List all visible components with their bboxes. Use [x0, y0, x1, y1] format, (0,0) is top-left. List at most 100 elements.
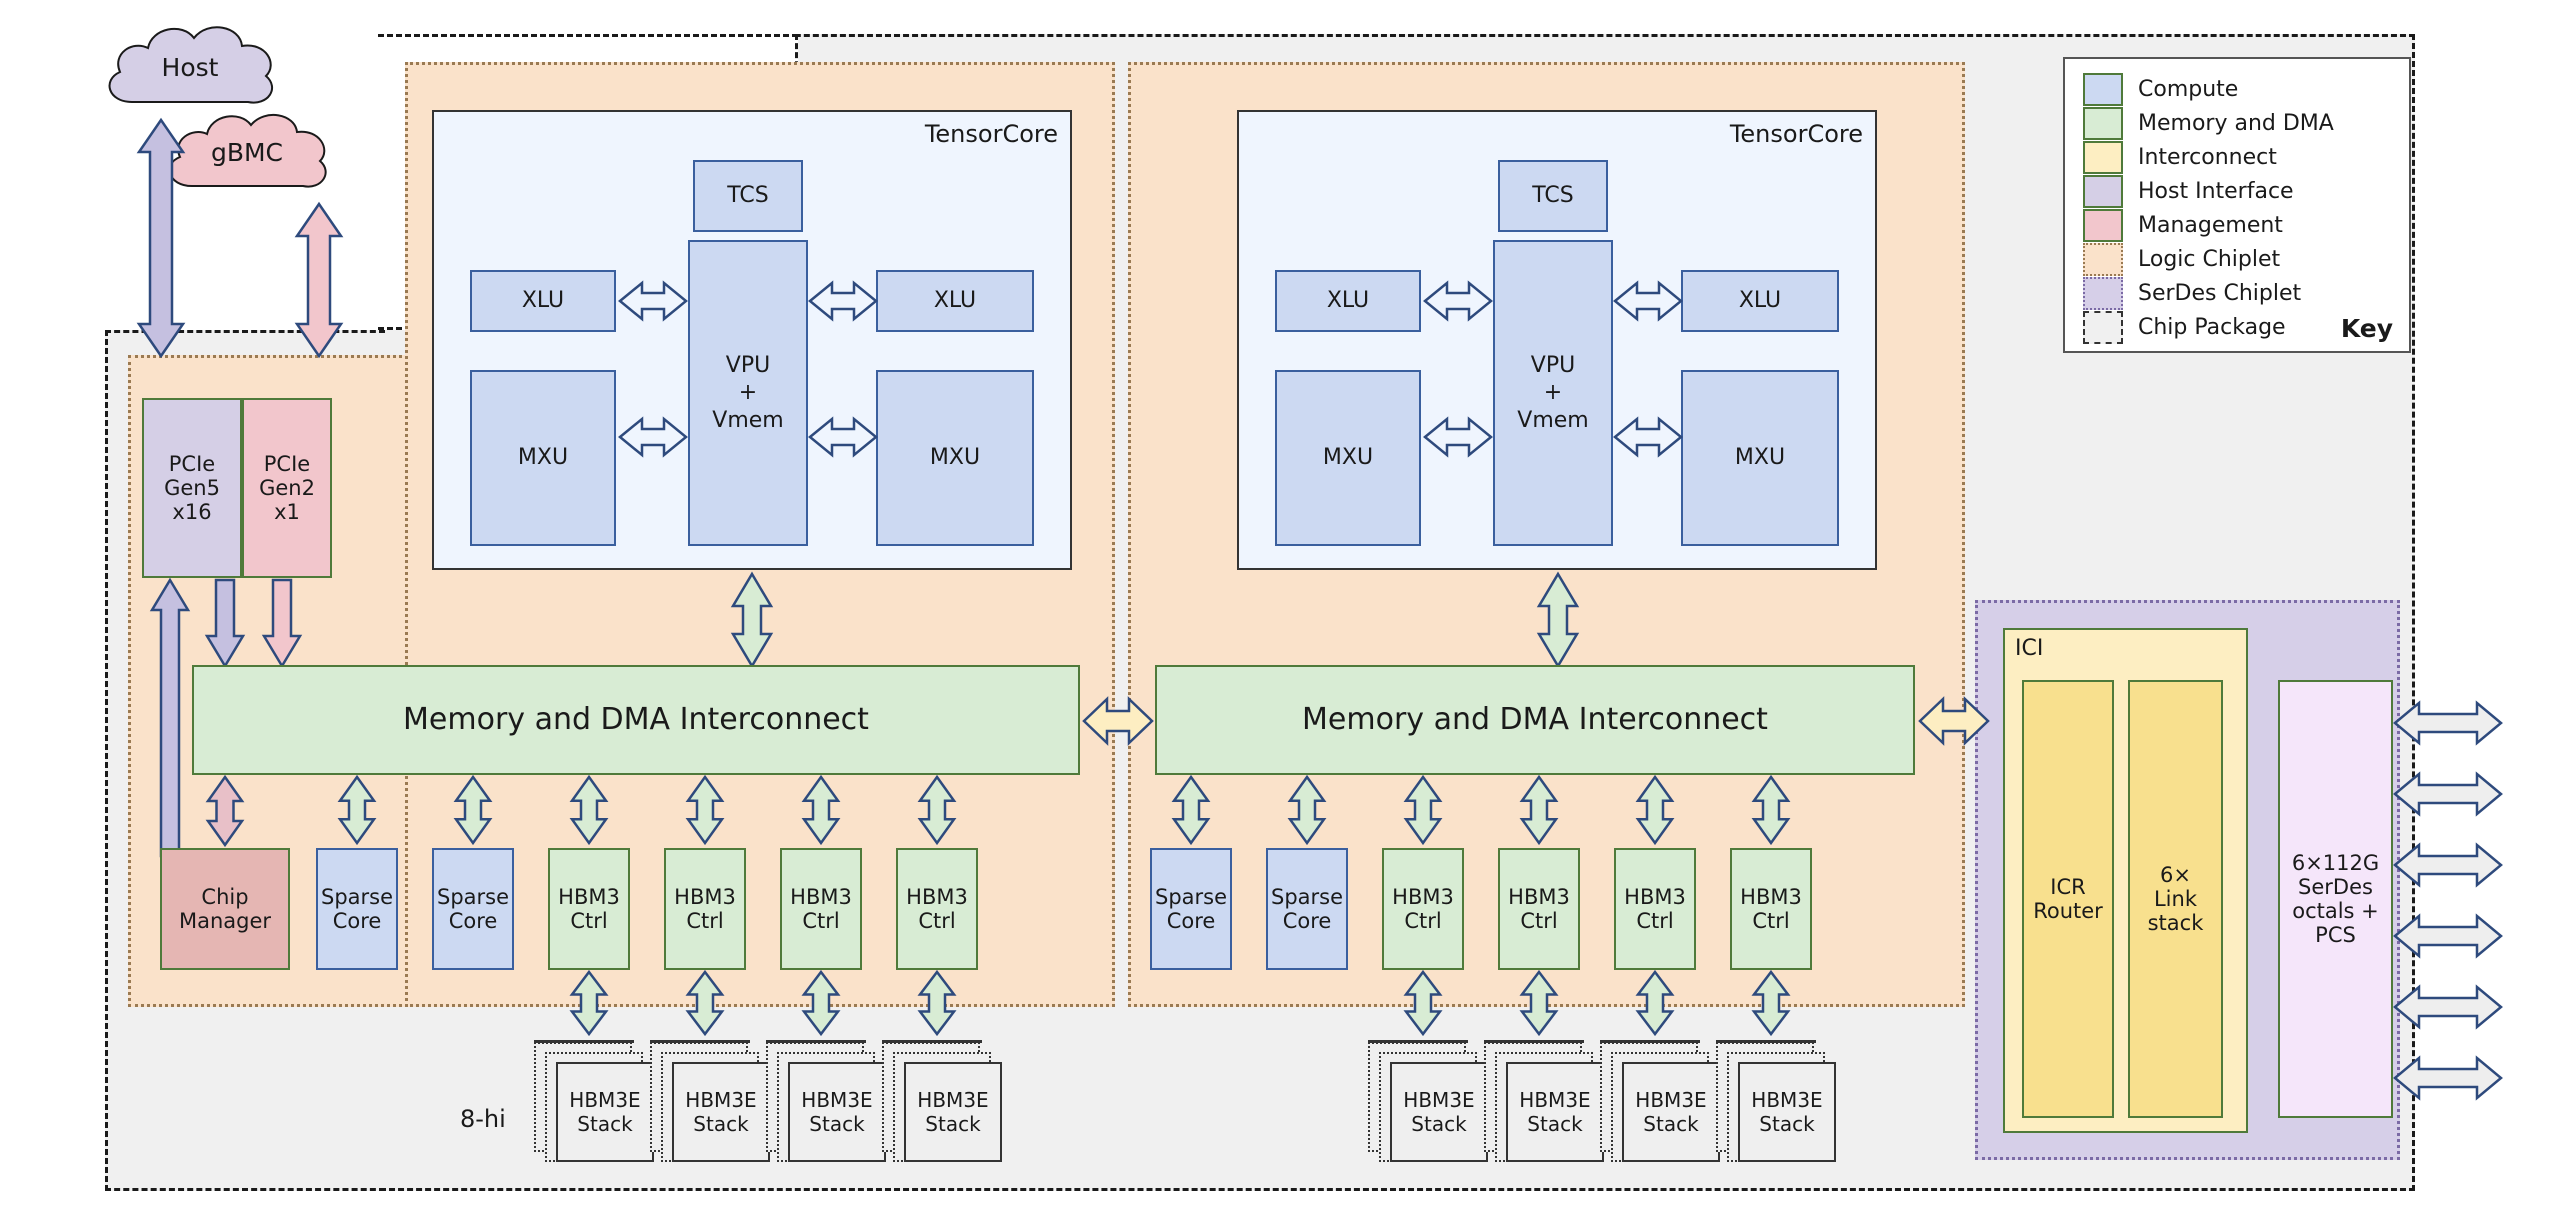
- legend-item-interconnect: Interconnect: [2083, 141, 2277, 174]
- hbm3-ctrl-block-3[interactable]: HBM3 Ctrl: [664, 848, 746, 970]
- tensorcore-right-label: TensorCore: [1729, 120, 1863, 148]
- hbm3e-stack-2[interactable]: HBM3E Stack: [766, 1032, 896, 1162]
- serdes-lane-arrow-3: [2393, 913, 2503, 959]
- hbm3-ctrl-block-4[interactable]: HBM3 Ctrl: [780, 848, 862, 970]
- link-stack-block[interactable]: 6× Link stack: [2128, 680, 2223, 1118]
- legend-label: Logic Chiplet: [2138, 247, 2281, 272]
- arrow-hbm3-ctrl-to-stack-1: [685, 969, 725, 1037]
- tcs-right[interactable]: TCS: [1498, 160, 1608, 232]
- hbm3-ctrl-block-5[interactable]: HBM3 Ctrl: [1730, 848, 1812, 970]
- hbm3e-stack-5[interactable]: HBM3E Stack: [1484, 1032, 1614, 1162]
- arrow-interconnect-to-sparse-core-1: [1287, 774, 1327, 846]
- sparse-core-block-1[interactable]: Sparse Core: [432, 848, 514, 970]
- mxu-left-west[interactable]: MXU: [470, 370, 616, 546]
- memory-dma-interconnect-left[interactable]: Memory and DMA Interconnect: [192, 665, 1080, 775]
- hbm3e-stack-label: HBM3E Stack: [1390, 1062, 1488, 1162]
- arrow-interconnect-to-hbm3-ctrl-2: [569, 774, 609, 846]
- legend-swatch: [2083, 277, 2123, 310]
- legend-item-host-interface: Host Interface: [2083, 175, 2294, 208]
- hbm3e-stack-label: HBM3E Stack: [556, 1062, 654, 1162]
- chip-manager-block[interactable]: Chip Manager: [160, 848, 290, 970]
- hbm3e-stack-top-edge: [1600, 1040, 1700, 1043]
- vpu-vmem-left[interactable]: VPU + Vmem: [688, 240, 808, 546]
- arrow-xlu-west-vpu-left: [618, 280, 688, 322]
- hbm3e-stack-0[interactable]: HBM3E Stack: [534, 1032, 664, 1162]
- hbm3e-stack-label: HBM3E Stack: [1506, 1062, 1604, 1162]
- arrow-hbm3-ctrl-to-stack-4: [1403, 969, 1443, 1037]
- hbm3-ctrl-block-4[interactable]: HBM3 Ctrl: [1614, 848, 1696, 970]
- legend-swatch: [2083, 141, 2123, 174]
- pcie-gen2-block[interactable]: PCIe Gen2 x1: [242, 398, 332, 578]
- legend-item-memory-and-dma: Memory and DMA: [2083, 107, 2334, 140]
- arrow-mxu-west-vpu-left: [618, 416, 688, 458]
- legend-swatch: [2083, 311, 2123, 344]
- arrow-hbm3-ctrl-to-stack-0: [569, 969, 609, 1037]
- xlu-left-east[interactable]: XLU: [876, 270, 1034, 332]
- memory-dma-interconnect-right[interactable]: Memory and DMA Interconnect: [1155, 665, 1915, 775]
- legend-title: Key: [2340, 314, 2393, 343]
- mxu-left-east[interactable]: MXU: [876, 370, 1034, 546]
- hbm3e-stack-top-edge: [534, 1040, 634, 1043]
- legend-label: Interconnect: [2138, 145, 2277, 170]
- mxu-right-west[interactable]: MXU: [1275, 370, 1421, 546]
- legend-item-compute: Compute: [2083, 73, 2238, 106]
- vpu-vmem-right[interactable]: VPU + Vmem: [1493, 240, 1613, 546]
- arrow-vpu-xlu-east-right: [1613, 280, 1683, 322]
- hbm3e-stack-7[interactable]: HBM3E Stack: [1716, 1032, 1846, 1162]
- hbm3e-stack-6[interactable]: HBM3E Stack: [1600, 1032, 1730, 1162]
- arrow-interconnect-right-to-ici: [1918, 695, 1990, 747]
- tcs-left[interactable]: TCS: [693, 160, 803, 232]
- xlu-right-east[interactable]: XLU: [1681, 270, 1839, 332]
- sparse-core-block-0[interactable]: Sparse Core: [316, 848, 398, 970]
- legend-label: Host Interface: [2138, 179, 2294, 204]
- serdes-lane-arrow-2: [2393, 842, 2503, 888]
- icr-router-block[interactable]: ICR Router: [2022, 680, 2114, 1118]
- tensorcore-right: TensorCore TCS VPU + Vmem XLU XLU MXU MX…: [1237, 110, 1877, 570]
- hbm3e-stack-top-edge: [1368, 1040, 1468, 1043]
- hbm3e-stack-top-edge: [766, 1040, 866, 1043]
- xlu-left-west[interactable]: XLU: [470, 270, 616, 332]
- hbm3e-stack-1[interactable]: HBM3E Stack: [650, 1032, 780, 1162]
- serdes-lane-arrow-4: [2393, 984, 2503, 1030]
- serdes-lane-arrow-0: [2393, 700, 2503, 746]
- hbm3e-stack-4[interactable]: HBM3E Stack: [1368, 1032, 1498, 1162]
- legend-label: SerDes Chiplet: [2138, 281, 2302, 306]
- hbm3-ctrl-block-3[interactable]: HBM3 Ctrl: [1498, 848, 1580, 970]
- tensorcore-left-label: TensorCore: [924, 120, 1058, 148]
- arrow-pcie-gen5-to-interconnect: [204, 578, 246, 669]
- hbm3e-stack-top-edge: [1484, 1040, 1584, 1043]
- arrow-interconnect-to-sparse-core-1: [453, 774, 493, 846]
- arrow-interconnect-to-hbm3-ctrl-5: [1751, 774, 1791, 846]
- xlu-right-west[interactable]: XLU: [1275, 270, 1421, 332]
- arrow-interconnect-to-chip-manager: [205, 774, 245, 848]
- arrow-hbm3-ctrl-to-stack-2: [801, 969, 841, 1037]
- hbm3e-stack-label: HBM3E Stack: [1738, 1062, 1836, 1162]
- arrow-host-to-pcie-gen5: [135, 117, 187, 359]
- arrow-interconnect-to-hbm3-ctrl-4: [801, 774, 841, 846]
- legend-swatch: [2083, 243, 2123, 276]
- sparse-core-block-1[interactable]: Sparse Core: [1266, 848, 1348, 970]
- hbm3-ctrl-block-2[interactable]: HBM3 Ctrl: [548, 848, 630, 970]
- arrow-interconnect-left-to-right: [1082, 695, 1154, 747]
- hbm3-ctrl-block-5[interactable]: HBM3 Ctrl: [896, 848, 978, 970]
- hbm3e-stack-3[interactable]: HBM3E Stack: [882, 1032, 1012, 1162]
- serdes-pcs-block[interactable]: 6×112G SerDes octals + PCS: [2278, 680, 2393, 1118]
- arrow-tensorcore-right-to-interconnect: [1536, 571, 1580, 669]
- legend-swatch: [2083, 175, 2123, 208]
- hbm3e-stack-label: HBM3E Stack: [1622, 1062, 1720, 1162]
- arrow-gbmc-to-pcie-gen2: [293, 201, 345, 359]
- mxu-right-east[interactable]: MXU: [1681, 370, 1839, 546]
- hbm3e-stack-label: HBM3E Stack: [904, 1062, 1002, 1162]
- legend-item-serdes-chiplet: SerDes Chiplet: [2083, 277, 2301, 310]
- sparse-core-block-0[interactable]: Sparse Core: [1150, 848, 1232, 970]
- arrow-interconnect-to-hbm3-ctrl-3: [685, 774, 725, 846]
- legend-swatch: [2083, 209, 2123, 242]
- pcie-gen5-block[interactable]: PCIe Gen5 x16: [142, 398, 242, 578]
- gbmc-cloud: gBMC: [152, 102, 342, 206]
- hbm3-ctrl-block-2[interactable]: HBM3 Ctrl: [1382, 848, 1464, 970]
- legend-label: Memory and DMA: [2138, 111, 2334, 136]
- legend-swatch: [2083, 73, 2123, 106]
- hbm3e-stack-top-edge: [1716, 1040, 1816, 1043]
- arrow-interconnect-to-hbm3-ctrl-5: [917, 774, 957, 846]
